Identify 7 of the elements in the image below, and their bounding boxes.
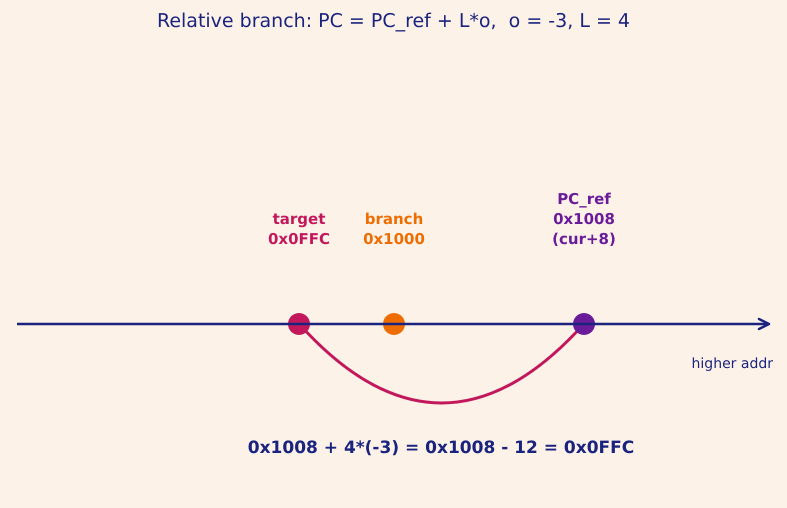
address-label: target 0x0FFC (268, 209, 330, 249)
axis-label: higher addr (692, 356, 773, 372)
diagram-title: Relative branch: PC = PC_ref + L*o, o = -3, L = 4 (156, 10, 631, 32)
formula-text: 0x1008 + 4*(-3) = 0x1008 - 12 = 0x0FFC (248, 438, 634, 458)
curved-connector (305, 330, 578, 404)
address-label: PC_ref 0x1008 (cur+8) (552, 189, 616, 249)
address-label: branch 0x1000 (363, 209, 425, 249)
